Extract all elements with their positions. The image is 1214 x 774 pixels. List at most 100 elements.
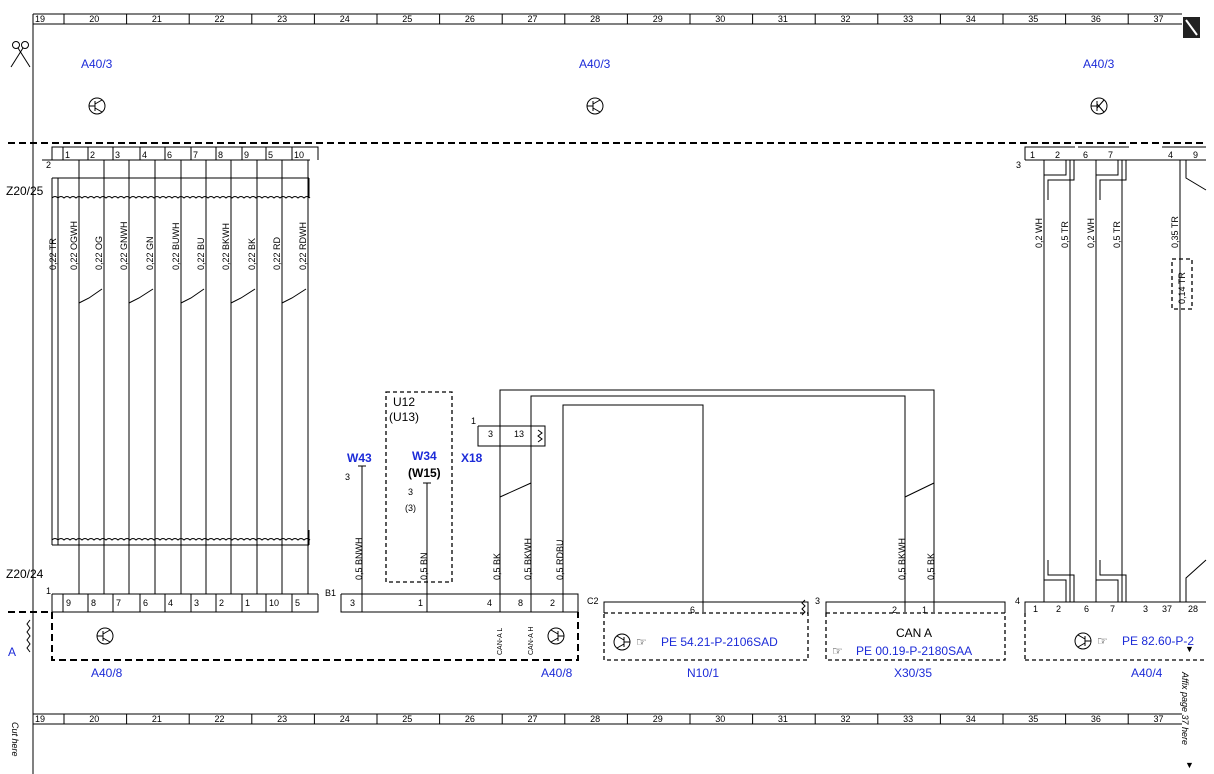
- connector-pin: 2: [1055, 150, 1060, 160]
- ruler-number: 31: [778, 714, 788, 724]
- affix-page-text: Affix page 37 here: [1180, 671, 1190, 745]
- label-a40-3-right: A40/3: [1083, 57, 1115, 71]
- connector-pin: 7: [116, 598, 121, 608]
- can-l-label: CAN-A L: [497, 628, 504, 655]
- b1-pin: 1: [418, 598, 423, 608]
- connector-pin: 8: [91, 598, 96, 608]
- connector-pin: 4: [142, 150, 147, 160]
- connector-pin: 10: [294, 150, 304, 160]
- a40-4-conn-label: 4: [1015, 596, 1020, 606]
- x18-pin-1: 1: [471, 416, 476, 426]
- ruler-number: 29: [653, 14, 663, 24]
- connector-pin: 8: [218, 150, 223, 160]
- wire-label: 0,5 BK: [926, 553, 936, 580]
- transistor-icon: [96, 627, 114, 645]
- connector-bottom-left-label: 1: [46, 586, 51, 596]
- ruler-number: 24: [340, 714, 350, 724]
- n10-conn-label: 3: [815, 596, 820, 606]
- ruler-number: 26: [465, 14, 475, 24]
- b1-pin: 3: [350, 598, 355, 608]
- wire-label: 0,22 BKWH: [221, 223, 231, 270]
- ruler-number: 35: [1028, 14, 1038, 24]
- splice-box: [1171, 258, 1193, 310]
- ruler-number: 33: [903, 714, 913, 724]
- label-a40-8-left: A40/8: [91, 666, 123, 680]
- w34-pin: 3: [408, 487, 413, 497]
- wire-label: 0,22 TR: [48, 238, 58, 270]
- ruler-number: 30: [715, 14, 725, 24]
- wire-label: 0,5 BK: [492, 553, 502, 580]
- x18-connector: [477, 425, 546, 447]
- ruler-number: 20: [89, 14, 99, 24]
- connector-pin: 6: [167, 150, 172, 160]
- ref-z20-24: Z20/24: [6, 567, 44, 581]
- ref-z20-25: Z20/25: [6, 184, 44, 198]
- ref-n10-link[interactable]: PE 54.21-P-2106SAD: [661, 635, 778, 649]
- w15-pin: (3): [405, 503, 416, 513]
- b1-label: B1: [325, 588, 336, 598]
- ref-x30-link[interactable]: PE 00.19-P-2180SAA: [856, 644, 972, 658]
- connector-pin: 3: [194, 598, 199, 608]
- connector-pin: 2: [90, 150, 95, 160]
- a40-4-pin: 3: [1143, 604, 1148, 614]
- svg-text:A: A: [8, 645, 16, 659]
- ruler-number: 34: [966, 714, 976, 724]
- arrow-down-icon: ▼: [1185, 644, 1194, 654]
- ruler-number: 23: [277, 14, 287, 24]
- connector-pin: 4: [168, 598, 173, 608]
- transistor-icon: [547, 627, 565, 645]
- a40-4-pin: 1: [1033, 604, 1038, 614]
- u12-box: [385, 391, 453, 583]
- w43-pin: 3: [345, 472, 350, 482]
- transistor-icon: [1074, 632, 1092, 650]
- x30-pin-1: 1: [922, 605, 927, 615]
- n10-box: [603, 612, 809, 661]
- ruler-number: 35: [1028, 714, 1038, 724]
- a40-4-pin: 37: [1162, 604, 1172, 614]
- label-a40-3-left: A40/3: [81, 57, 113, 71]
- wire-label: 0,5 BNWH: [354, 537, 364, 580]
- connector-pin: 7: [1108, 150, 1113, 160]
- ruler-number: 28: [590, 714, 600, 724]
- ruler-number: 21: [152, 714, 162, 724]
- connector-pin: 9: [244, 150, 249, 160]
- ruler-number: 25: [402, 714, 412, 724]
- ruler-number: 21: [152, 14, 162, 24]
- a40-4-pin: 2: [1056, 604, 1061, 614]
- ruler-number: 36: [1091, 714, 1101, 724]
- ruler-number: 25: [402, 14, 412, 24]
- ruler-number: 19: [35, 714, 45, 724]
- a40-4-pin: 7: [1110, 604, 1115, 614]
- connector-pin: 1: [65, 150, 70, 160]
- connector-pin: 3: [115, 150, 120, 160]
- wire-label: 0,22 OG: [94, 236, 104, 270]
- connector-pin: 4: [1168, 150, 1173, 160]
- ruler-number: 31: [778, 14, 788, 24]
- label-u13: (U13): [389, 410, 419, 424]
- wire-label: 0,5 BKWH: [897, 538, 907, 580]
- label-x18: X18: [461, 451, 483, 465]
- reference-hand-icon: ☞: [832, 644, 843, 658]
- ruler-number: 22: [215, 714, 225, 724]
- ruler-number: 22: [215, 14, 225, 24]
- b1-pin: 4: [487, 598, 492, 608]
- connector-top-right-label: 3: [1016, 160, 1021, 170]
- wire-label: 0,22 RD: [272, 236, 282, 270]
- transistor-icon: [1090, 97, 1108, 115]
- connector-pin: 9: [66, 598, 71, 608]
- ruler-number: 33: [903, 14, 913, 24]
- wire-label: 0,5 BN: [419, 552, 429, 580]
- page-corner-icon: [1183, 17, 1200, 38]
- label-w43: W43: [347, 451, 372, 465]
- transistor-icon: [88, 97, 106, 115]
- ruler-number: 32: [841, 714, 851, 724]
- wire-label: 0,5 BKWH: [523, 538, 533, 580]
- label-n10-1: N10/1: [687, 666, 719, 680]
- x18-pin-3: 3: [488, 429, 493, 439]
- wire-label: 0,22 GN: [145, 236, 155, 270]
- ref-a40-4-link[interactable]: PE 82.60-P-2: [1122, 634, 1194, 648]
